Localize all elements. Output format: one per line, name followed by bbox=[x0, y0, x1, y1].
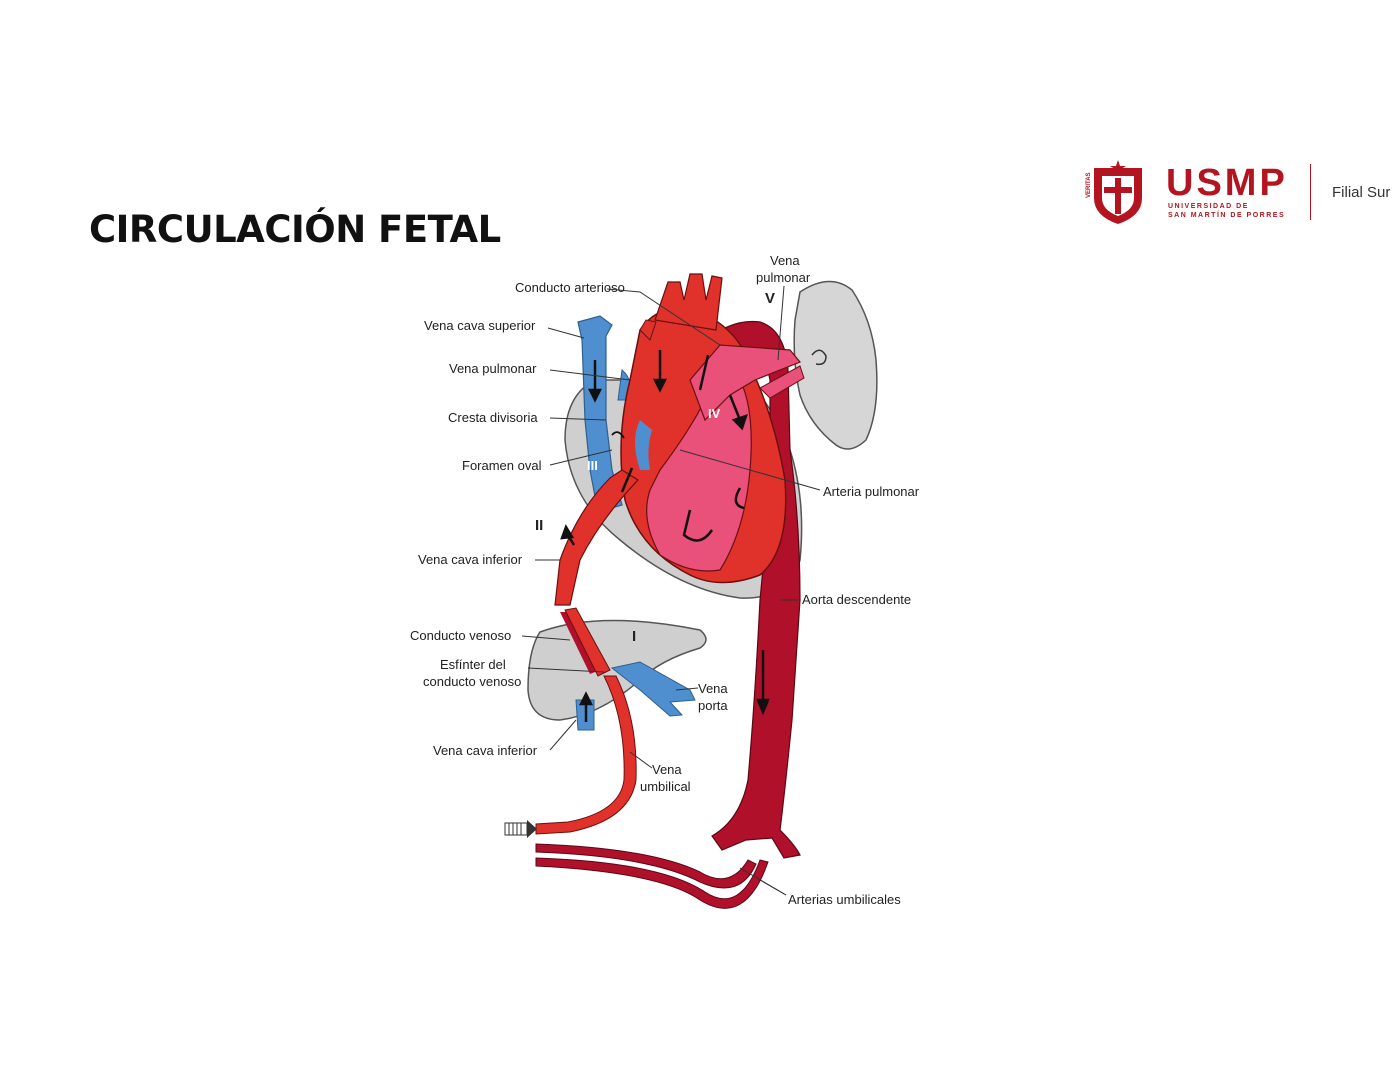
label-esfinter-1: Esfínter del bbox=[440, 657, 506, 672]
label-arteria-pulmonar: Arteria pulmonar bbox=[823, 484, 920, 499]
label-esfinter-2: conducto venoso bbox=[423, 674, 521, 689]
label-roman-i: I bbox=[632, 628, 636, 645]
pulmonary-artery bbox=[689, 344, 801, 422]
umbilical-artery-2 bbox=[535, 857, 769, 909]
umbilical-vein bbox=[535, 675, 637, 835]
label-roman-v: V bbox=[765, 290, 775, 307]
usmp-logo: VERITAS USMP UNIVERSIDAD DE SAN MARTÍN D… bbox=[1080, 158, 1397, 230]
slide-title: CIRCULACIÓN FETAL bbox=[89, 208, 501, 251]
logo-branch: Filial Sur bbox=[1332, 184, 1391, 201]
label-arterias-umbilicales: Arterias umbilicales bbox=[788, 892, 901, 907]
label-roman-iii: III bbox=[587, 458, 598, 473]
university-shield-icon: VERITAS bbox=[1086, 160, 1142, 224]
umbilical-artery-1 bbox=[535, 843, 757, 889]
logo-subtitle-1: UNIVERSIDAD DE bbox=[1168, 203, 1249, 210]
label-roman-iv: IV bbox=[708, 406, 721, 421]
placenta-inflow-icon bbox=[504, 820, 537, 838]
label-vena-pulmonar-top-2: pulmonar bbox=[756, 270, 811, 285]
label-foramen-oval: Foramen oval bbox=[462, 458, 542, 473]
inferior-vena-cava bbox=[554, 469, 639, 606]
lung bbox=[793, 280, 878, 450]
portal-vein bbox=[610, 661, 696, 717]
label-conducto-venoso: Conducto venoso bbox=[410, 628, 511, 643]
logo-wordmark: USMP bbox=[1166, 162, 1288, 204]
label-vena-cava-inferior-bottom: Vena cava inferior bbox=[433, 743, 538, 758]
label-vena-umbilical-1: Vena bbox=[652, 762, 682, 777]
label-vena-porta-2: porta bbox=[698, 698, 728, 713]
label-vena-cava-inferior-top: Vena cava inferior bbox=[418, 552, 523, 567]
logo-divider bbox=[1310, 164, 1311, 220]
logo-subtitle-2: SAN MARTÍN DE PORRES bbox=[1168, 212, 1286, 219]
label-roman-ii: II bbox=[535, 517, 543, 534]
label-conducto-arterioso: Conducto arterioso bbox=[515, 280, 625, 295]
label-cresta-divisoria: Cresta divisoria bbox=[448, 410, 538, 425]
label-vena-porta-1: Vena bbox=[698, 681, 728, 696]
label-aorta-descendente: Aorta descendente bbox=[802, 592, 911, 607]
label-vena-pulmonar-top-1: Vena bbox=[770, 253, 800, 268]
flow-arrows bbox=[560, 350, 770, 722]
label-vena-pulmonar-left: Vena pulmonar bbox=[449, 361, 537, 376]
aortic-branches bbox=[654, 273, 723, 331]
label-vena-cava-superior: Vena cava superior bbox=[424, 318, 536, 333]
label-vena-umbilical-2: umbilical bbox=[640, 779, 691, 794]
leader-lines bbox=[521, 285, 821, 896]
svg-text:VERITAS: VERITAS bbox=[1086, 172, 1092, 198]
